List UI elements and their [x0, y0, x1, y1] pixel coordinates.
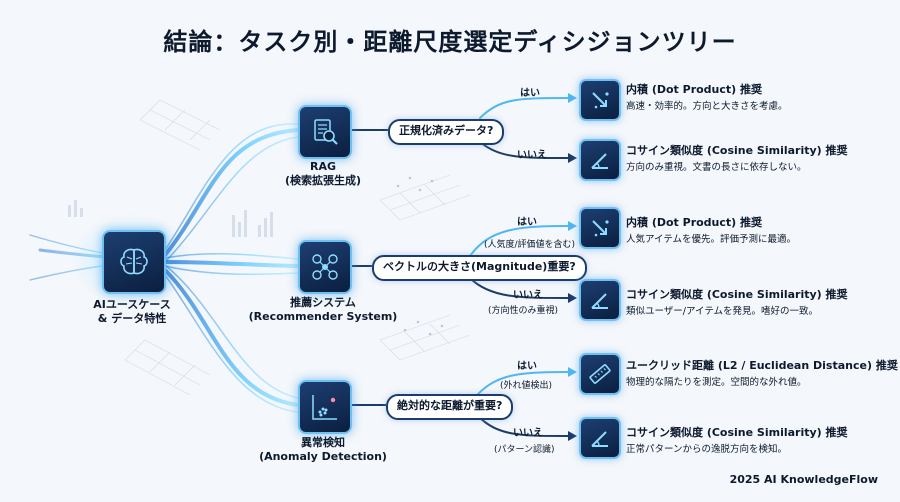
answer-no-3-sub: (パターン認識)	[494, 445, 555, 455]
root-node	[102, 230, 166, 294]
question-magnitude: ベクトルの大きさ(Magnitude)重要?	[372, 255, 587, 281]
root-label: AIユースケース & データ特性	[93, 298, 171, 325]
document-search-icon	[314, 119, 338, 145]
answer-yes-2: はい	[517, 217, 537, 228]
answer-branches	[469, 97, 569, 437]
answer-yes-1: はい	[520, 88, 540, 99]
footer-credit: 2025 AI KnowledgeFlow	[729, 473, 878, 486]
cosine-angle-icon	[591, 431, 608, 447]
result-desc-1a: 高速・効率的。方向と大きさを考慮。	[626, 101, 788, 112]
cosine-angle-icon	[591, 293, 608, 309]
users-network-icon	[312, 254, 338, 280]
answer-yes-2-sub: (人気度/評価値を含む)	[484, 240, 576, 250]
result-desc-2a: 人気アイテムを優先。評価予測に最適。	[626, 234, 797, 245]
answer-no-2-sub: (方向性のみ重視)	[488, 306, 559, 316]
cosine-angle-icon	[591, 153, 608, 169]
result-title-1b: コサイン類似度 (Cosine Similarity) 推奨	[626, 144, 848, 157]
rag-label: RAG (検索拡張生成)	[284, 160, 362, 187]
dot-product-icon	[592, 92, 609, 109]
result-desc-2b: 類似ユーザー/アイテムを発見。嗜好の一致。	[626, 306, 819, 317]
background-grid	[124, 99, 471, 396]
answer-yes-3-sub: (外れ値検出)	[500, 381, 553, 391]
result-title-3a: ユークリッド距離 (L2 / Euclidean Distance) 推奨	[626, 359, 898, 372]
rag-node	[298, 105, 352, 159]
question-normalized: 正規化済みデータ?	[388, 119, 505, 145]
answer-no-1: いいえ	[517, 150, 547, 161]
result-icon-1b	[579, 139, 621, 181]
background-bars	[68, 200, 273, 237]
result-icon-2a	[579, 207, 621, 249]
scatter-anomaly-icon	[312, 395, 337, 420]
result-desc-1b: 方向のみ重視。文書の長さに依存しない。	[626, 162, 807, 173]
question-connectors	[350, 129, 388, 406]
answer-yes-3: はい	[517, 361, 537, 372]
result-desc-3a: 物理的な隔たりを測定。空間的な外れ値。	[626, 377, 807, 388]
result-title-2a: 内積 (Dot Product) 推奨	[626, 216, 763, 229]
result-icon-1a	[579, 79, 621, 121]
anomaly-node	[298, 380, 352, 434]
result-title-2b: コサイン類似度 (Cosine Similarity) 推奨	[626, 288, 848, 301]
recommender-node	[298, 240, 352, 294]
result-desc-3b: 正常パターンからの逸脱方向を検知。	[626, 444, 788, 455]
dot-product-icon	[592, 220, 609, 237]
brain-icon	[120, 248, 148, 275]
result-icon-2b	[579, 279, 621, 321]
question-absolute-distance: 絶対的な距離が重要?	[386, 394, 514, 420]
background-dots	[396, 176, 444, 336]
result-title-1a: 内積 (Dot Product) 推奨	[626, 83, 763, 96]
result-icon-3a	[579, 353, 621, 395]
ruler-icon	[589, 364, 611, 384]
result-icon-3b	[579, 417, 621, 459]
anomaly-label: 異常検知 (Anomaly Detection)	[259, 436, 387, 463]
recommender-label: 推薦システム (Recommender System)	[248, 296, 398, 323]
answer-no-3: いいえ	[513, 428, 543, 439]
result-title-3b: コサイン類似度 (Cosine Similarity) 推奨	[626, 426, 848, 439]
arrow-heads	[568, 93, 577, 441]
answer-no-2: いいえ	[513, 290, 543, 301]
page-title: 結論：タスク別・距離尺度選定ディシジョンツリー	[163, 28, 737, 56]
